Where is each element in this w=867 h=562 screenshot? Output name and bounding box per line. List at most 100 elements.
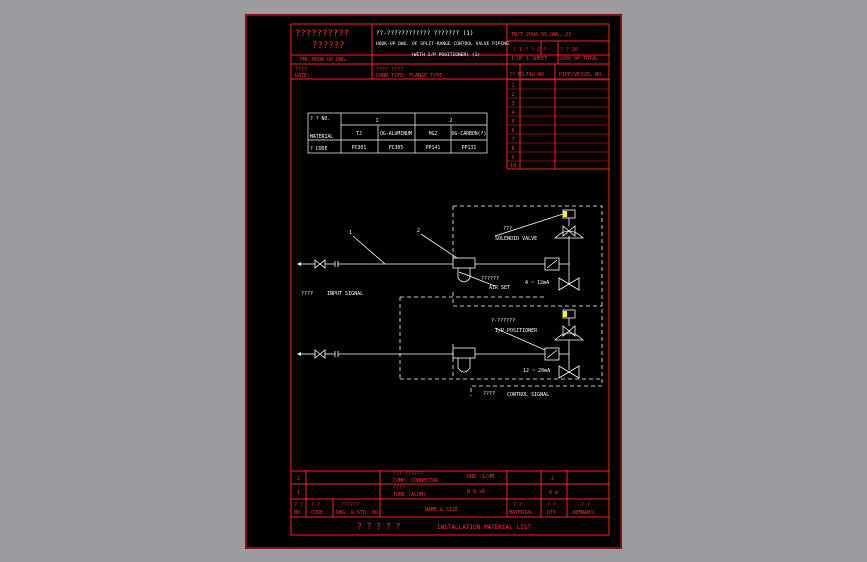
control-valve-top bbox=[558, 277, 580, 291]
inner-border bbox=[290, 23, 610, 536]
schematic bbox=[301, 205, 603, 396]
footer-title: INSTALLATION MATERIAL LIST bbox=[437, 524, 531, 531]
signal-bottom: 12 ~ 20mA bbox=[523, 368, 550, 374]
bom-h-no: NO. bbox=[294, 510, 303, 516]
positioner-label: I/P POSITIONER bbox=[495, 328, 538, 334]
balloon-2: 2 bbox=[417, 228, 420, 234]
mat-hdr-material: MATERIAL bbox=[310, 134, 333, 140]
mat-hdr-code: ? CODE bbox=[310, 146, 327, 152]
bom-h-code: CODE bbox=[311, 510, 323, 516]
bom-r1-qty: 8 m bbox=[549, 490, 558, 496]
doc-number: TB/T 2006-95 DWG. 23 bbox=[511, 32, 571, 38]
control-cn: ???? bbox=[483, 391, 495, 397]
balloon-1: 1 bbox=[349, 230, 352, 236]
material-table bbox=[307, 112, 488, 154]
hookup-drawing: ?????????? ?????? PMC HOOK-UP DWG. TB/T … bbox=[245, 14, 622, 549]
bom-r1-no: 1 bbox=[297, 490, 300, 496]
gate-valve-top bbox=[314, 259, 326, 269]
air-set-top bbox=[452, 257, 476, 269]
bom-h-mat-cn: ? ? bbox=[513, 502, 522, 508]
number-value: 2006 06 TOTAL bbox=[559, 56, 598, 62]
signal-top: 4 ~ 12mA bbox=[525, 280, 549, 286]
positioner-cn: ?-?????? bbox=[491, 318, 515, 324]
right-row-8: 8 bbox=[511, 146, 514, 152]
mat-material-2: OG-ALUMINUM bbox=[380, 131, 412, 137]
right-row-9: 9 bbox=[511, 155, 514, 161]
bom-h-code-cn: ? ? bbox=[311, 502, 320, 508]
right-table-numbers: 1 2 3 4 5 6 7 8 9 10 bbox=[510, 83, 516, 169]
right-col-tag: TAG NO. bbox=[526, 72, 547, 78]
air-set-bottom bbox=[452, 347, 476, 359]
right-row-7: 7 bbox=[511, 137, 514, 143]
bom-h-name: NAME & SIZE bbox=[425, 507, 458, 513]
mat-material-4: OG-CARBON(?) bbox=[452, 131, 487, 137]
bom-h-material: MATERIAL bbox=[509, 510, 533, 516]
solenoid-label: SOLENOID VALVE bbox=[495, 236, 537, 242]
bom-h-no-cn: ? ? bbox=[294, 502, 303, 508]
control-signal-box bbox=[453, 205, 603, 396]
right-col-pipe: PIPE/VESSEL NO. bbox=[559, 72, 604, 78]
right-row-4: 4 bbox=[511, 110, 514, 116]
date-en: DATE: bbox=[295, 73, 310, 79]
outer-border bbox=[245, 14, 622, 549]
footer-cn: ? ? ? ? ? bbox=[357, 522, 401, 531]
right-row-3: 3 bbox=[511, 101, 514, 107]
bom-h-rem-cn: ? ? bbox=[581, 502, 590, 508]
right-row-1: 1 bbox=[511, 83, 514, 89]
leader-1 bbox=[352, 235, 386, 265]
mat-group-1: 1 bbox=[376, 118, 379, 124]
company-cn-2: ?????? bbox=[312, 41, 345, 51]
positioner-markers bbox=[563, 211, 567, 317]
bom-r2-size: DN8 -1/4M bbox=[467, 474, 494, 480]
conn-cn: ???? ???? bbox=[376, 67, 403, 73]
bom-r2-no: 2 bbox=[297, 476, 300, 482]
leader-2 bbox=[420, 233, 458, 259]
mat-group-2: 2 bbox=[450, 118, 453, 124]
bom-h-dwg-cn: ?????? bbox=[341, 502, 359, 508]
arrows bbox=[297, 262, 301, 356]
mat-material-1: TJ bbox=[356, 131, 362, 137]
bom-r2-qty: 2 bbox=[551, 476, 554, 482]
bom-h-qty: QTY bbox=[547, 510, 556, 516]
drawing-sheet: ?????????? ?????? PMC HOOK-UP DWG. TB/T … bbox=[245, 14, 622, 549]
sheet-en: 1 OF 1 SHEET bbox=[511, 56, 547, 62]
right-row-2: 2 bbox=[511, 92, 514, 98]
input-cn: ???? bbox=[301, 291, 313, 297]
air-set-cn: ?????? bbox=[481, 276, 499, 282]
gate-valve-bottom bbox=[314, 349, 326, 359]
date-cn: ???? bbox=[295, 67, 307, 73]
number-label: ? ? 26 bbox=[560, 47, 578, 53]
sheet-cn: ? 1 ? ? 2 ? bbox=[513, 47, 546, 53]
bom-r1-name: TUBE (ALUM) bbox=[393, 492, 426, 498]
right-table-rows bbox=[507, 79, 609, 162]
bom-r1-size: Ø 8 x6 bbox=[467, 488, 485, 495]
mat-code-4: PP131 bbox=[462, 145, 477, 151]
mat-hdr-no: ? ? NO. bbox=[310, 116, 330, 122]
air-set-label: AIR SET bbox=[489, 285, 510, 291]
control-signal-label: CONTROL SIGNAL bbox=[507, 392, 549, 398]
actuator-bottom bbox=[554, 332, 584, 341]
right-col-no: ?? NO. bbox=[509, 72, 527, 78]
title-cn: ??-???????????? ??????? (1) bbox=[376, 30, 474, 37]
right-row-6: 6 bbox=[511, 128, 514, 134]
bom-h-remarks: REMARKS bbox=[573, 510, 594, 516]
title-en-1: HOOK-UP DWG. OF SPLIT-RANGE CONTROL VALV… bbox=[376, 41, 509, 47]
mat-material-3: HG2 bbox=[429, 131, 438, 137]
bom-h-qty-cn: ? ? bbox=[547, 502, 556, 508]
right-row-10: 10 bbox=[510, 163, 516, 169]
bom-h-dwg: DWG. & STD. NO. bbox=[336, 510, 381, 516]
input-signal-label: INPUT SIGNAL bbox=[327, 291, 363, 297]
actuator-top bbox=[554, 230, 584, 239]
conn-type: CONN TYPE: FLANGE TYPE bbox=[376, 73, 442, 79]
company-cn: ?????????? bbox=[295, 29, 349, 39]
mat-code-3: PP141 bbox=[426, 145, 441, 151]
mat-code-2: PC305 bbox=[389, 145, 404, 151]
right-row-5: 5 bbox=[511, 119, 514, 125]
company-en: PMC HOOK-UP DWG. bbox=[300, 57, 348, 63]
control-valve-bottom bbox=[558, 365, 580, 379]
bom-r1-name-cn: ???? bbox=[393, 485, 405, 491]
solenoid-cn: ??? bbox=[503, 226, 512, 232]
bom-r2-name: COMP. CONNECTOR bbox=[393, 478, 439, 484]
mat-code-1: PC301 bbox=[352, 145, 367, 151]
bom-r2-name-cn: ??? ?????? bbox=[393, 471, 423, 477]
